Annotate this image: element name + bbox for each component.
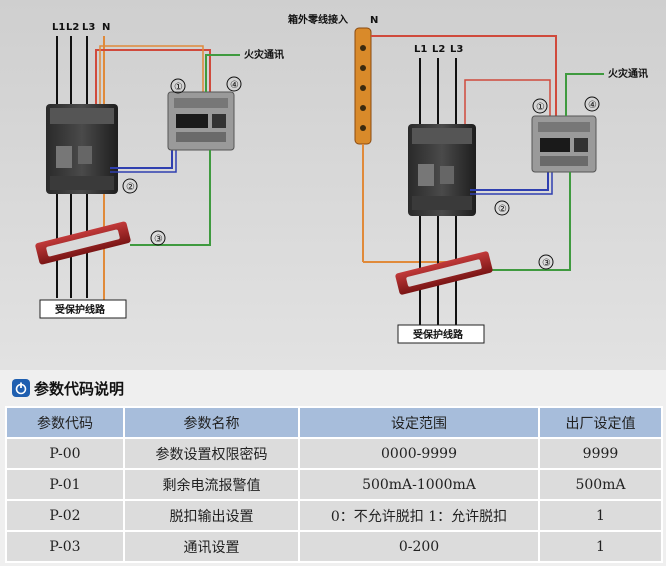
right-callout: ② [498, 204, 507, 215]
left-callout: ④ [230, 80, 239, 91]
left-protected-label: 受保护线路 [55, 303, 106, 316]
left-phase-label: N [102, 22, 110, 33]
table-row: P-00 参数设置权限密码 0000-9999 9999 [5, 437, 663, 470]
left-protected-box [39, 299, 127, 319]
table-cell: 1 [538, 499, 663, 532]
table-cell: 脱扣输出设置 [123, 499, 300, 532]
wiring-diagram: L1 L2 L3 N [0, 0, 666, 370]
column-header: 参数名称 [123, 406, 300, 439]
table-cell: P-01 [5, 468, 125, 501]
column-header: 设定范围 [298, 406, 540, 439]
left-callout: ① [174, 82, 183, 93]
left-phase-label: L2 [66, 22, 79, 33]
parameter-section: 参数代码说明 参数代码 参数名称 设定范围 出厂设定值 P-00 参数设置权限密… [0, 370, 666, 566]
table-cell: 0：不允许脱扣 1：允许脱扣 [298, 499, 540, 532]
table-header-row: 参数代码 参数名称 设定范围 出厂设定值 [5, 406, 663, 439]
table-cell: 1 [538, 530, 663, 563]
column-header: 参数代码 [5, 406, 125, 439]
right-protected-label: 受保护线路 [413, 328, 464, 341]
right-diagram: 箱外零线接入 N L1 L2 L3 [288, 13, 648, 344]
table-cell: 500mA [538, 468, 663, 501]
right-phase-label: L1 [414, 44, 427, 55]
parameter-table: 参数代码 参数名称 设定范围 出厂设定值 P-00 参数设置权限密码 0000-… [5, 406, 663, 563]
right-callout: ③ [542, 258, 551, 269]
left-phase-label: L1 [52, 22, 65, 33]
table-row: P-02 脱扣输出设置 0：不允许脱扣 1：允许脱扣 1 [5, 499, 663, 532]
table-row: P-01 剩余电流报警值 500mA-1000mA 500mA [5, 468, 663, 501]
table-cell: P-03 [5, 530, 125, 563]
right-callout: ④ [588, 100, 597, 111]
table-cell: P-00 [5, 437, 125, 470]
right-fire-label: 火灾通讯 [608, 67, 648, 80]
table-cell: P-02 [5, 499, 125, 532]
table-cell: 500mA-1000mA [298, 468, 540, 501]
table-cell: 9999 [538, 437, 663, 470]
parameter-section-title: 参数代码说明 [34, 379, 125, 398]
table-cell: 剩余电流报警值 [123, 468, 300, 501]
table-cell: 0000-9999 [298, 437, 540, 470]
right-callout: ① [536, 102, 545, 113]
left-diagram: L1 L2 L3 N [35, 22, 284, 319]
column-header: 出厂设定值 [538, 406, 663, 439]
right-protected-box [397, 324, 485, 344]
table-cell: 参数设置权限密码 [123, 437, 300, 470]
left-fire-label: 火灾通讯 [244, 48, 284, 61]
left-callout: ③ [154, 234, 163, 245]
table-cell: 0-200 [298, 530, 540, 563]
parameter-section-header: 参数代码说明 [12, 376, 124, 400]
table-cell: 通讯设置 [123, 530, 300, 563]
right-phase-label: L2 [432, 44, 445, 55]
table-row: P-03 通讯设置 0-200 1 [5, 530, 663, 563]
left-phase-label: L3 [82, 22, 95, 33]
right-phase-label: L3 [450, 44, 463, 55]
left-callout: ② [126, 182, 135, 193]
right-neutral-label: 箱外零线接入 [288, 13, 348, 26]
power-icon [12, 379, 30, 397]
right-neutral-n: N [370, 15, 378, 26]
